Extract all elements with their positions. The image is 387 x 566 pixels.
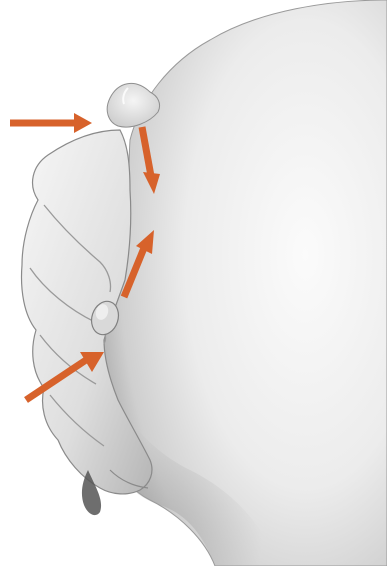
arrow-top-horizontal — [10, 113, 92, 133]
